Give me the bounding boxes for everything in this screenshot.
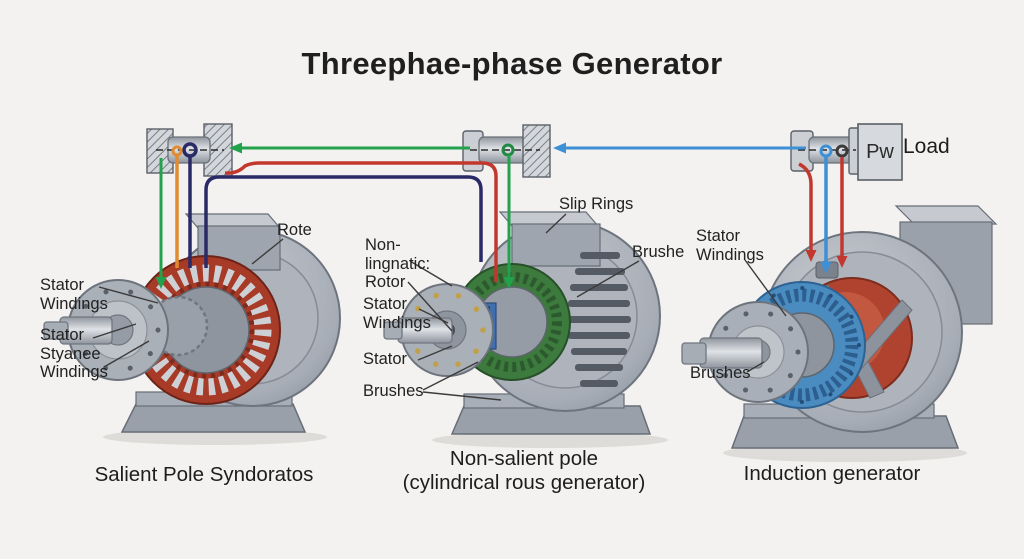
wire-green-arrow-left (229, 142, 242, 154)
vent-slots (567, 252, 631, 387)
diagram-title: Threephae-phase Generator (301, 46, 723, 81)
wire-green-arrow-down-2 (503, 277, 515, 289)
wire-red-right-curve (798, 162, 813, 252)
label-m2-stator-windings: Stator Windings (363, 295, 431, 332)
shaft-coupling-middle (462, 124, 551, 178)
label-m3-stator-windings: Stator Windings (696, 227, 764, 264)
label-m1-stator-windings: Stator Windings (40, 276, 108, 313)
non-salient-pole-generator-illustration (383, 211, 661, 435)
label-m1-stator-styanee-windings: Stator Styanee Windings (40, 326, 108, 382)
wire-blue-arrow-down (820, 262, 832, 274)
wire-red-arrow-down-2 (836, 256, 848, 268)
leader-lines (92, 213, 787, 401)
load-box (857, 123, 903, 181)
label-m2-slip-rings: Slip Rings (559, 195, 634, 213)
label-m2-stator: Stator (363, 350, 408, 368)
wire-green-arrow-down-1 (155, 277, 167, 289)
caption-induction: Induction generator (743, 462, 921, 485)
label-m2-brushes: Brushes (363, 382, 424, 400)
wiring (155, 142, 848, 289)
label-m2-brush: Brushe (632, 243, 685, 261)
load-label: Load (903, 135, 950, 158)
wire-blue-arrow-left (553, 142, 566, 154)
wire-red-long (224, 161, 498, 282)
label-m3-brushes: Brushes (690, 364, 751, 382)
label-m2-non-magnetic-rotor: Non- lingnatic: Rotor (365, 236, 431, 292)
induction-generator-illustration (681, 205, 998, 449)
wire-navy-loop (204, 175, 483, 268)
salient-pole-generator-illustration (43, 213, 341, 433)
wire-red-arrow-down-1 (805, 250, 817, 262)
caption-non-salient-pole: Non-salient pole (cylindrical rous gener… (402, 447, 646, 494)
load-box-label: Pw (866, 140, 894, 163)
label-m1-rotor: Rote (277, 221, 312, 239)
caption-salient-pole: Salient Pole Syndoratos (94, 463, 314, 486)
shaft-coupling-right (790, 127, 864, 175)
